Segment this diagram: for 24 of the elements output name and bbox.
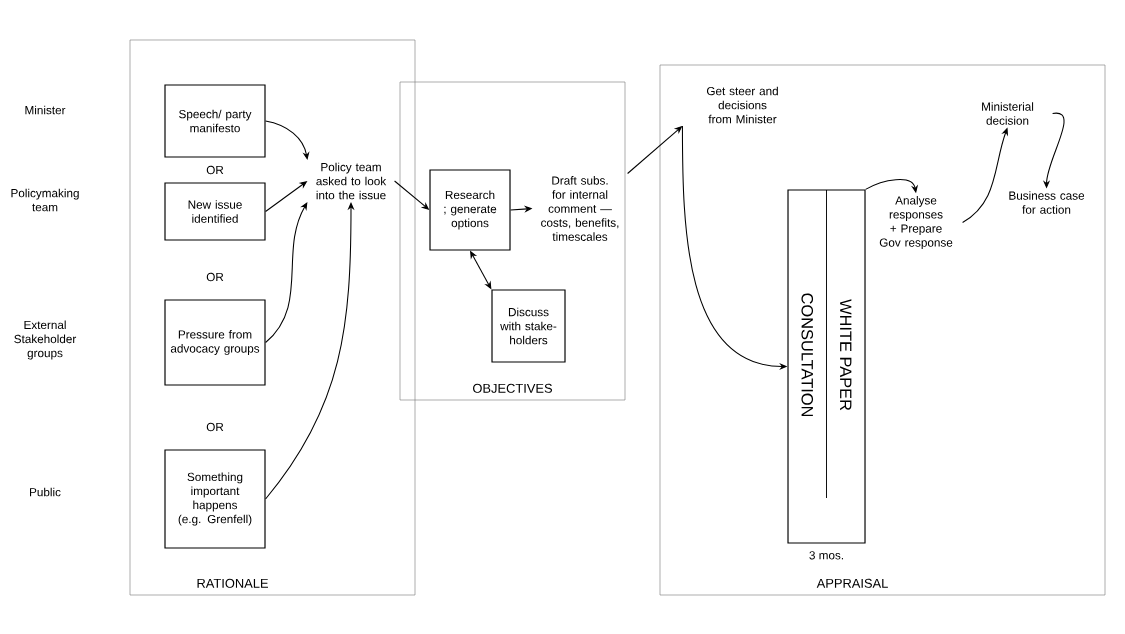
step-text: Business case for action [1009,191,1085,214]
row-label: Policymaking team [11,188,79,212]
duration-note: 3 mos. [809,551,843,560]
panel-heading: APPRAISAL [816,578,888,588]
process-box: Discuss with stake-holders [491,289,566,363]
row-label: OR [206,422,224,432]
panel-heading: RATIONALE [197,578,268,588]
step-text: Ministerial decision [982,102,1034,125]
document-column: CONSULTATION WHITE PAPER [787,189,866,544]
step-text: Analyse responses + Prepare Gov response [879,195,953,250]
step-text: Get steer and decisions from Minister [706,86,778,124]
row-label: OR [206,272,224,282]
row-label: OR [206,165,224,175]
process-box: Research ; generate options [429,169,511,251]
process-box: Pressure from advocacy groups [164,299,266,386]
process-box: Speech/ party manifesto [164,84,266,158]
row-label: Minister [25,105,66,115]
process-box: Something important happens (e.g. Grenfell) [164,449,266,549]
panel-heading: OBJECTIVES [473,383,552,393]
row-label: Public [30,487,61,497]
row-label: External Stakeholder groups [14,320,77,360]
process-box: New issue identified [164,182,266,241]
step-text: Policy team asked to look into the issue [316,162,387,200]
step-text: Draft subs. for internal comment — costs, benefits, timescales [541,176,619,241]
